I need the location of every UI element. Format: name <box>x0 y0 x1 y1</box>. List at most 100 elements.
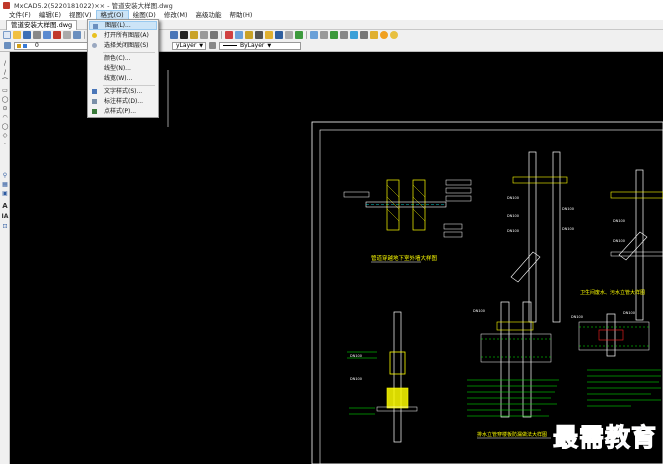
pipe-label: DN100 <box>562 207 574 211</box>
cad-drawing: 管道穿越地下室外墙大样图 DN100 DN100 DN100 DN100 DN1… <box>167 70 663 464</box>
menu-item-close-selected-layers[interactable]: 选择关闭图层(S) <box>89 41 157 50</box>
arrow-icon[interactable] <box>275 31 283 39</box>
menu-view[interactable]: 视图(V) <box>69 11 92 19</box>
save-icon[interactable] <box>23 31 31 39</box>
open-icon[interactable] <box>13 31 21 39</box>
layer-manager-icon[interactable] <box>4 42 11 49</box>
new-icon[interactable] <box>3 31 11 39</box>
help-icon[interactable] <box>390 31 398 39</box>
lock-icon[interactable] <box>265 31 273 39</box>
menu-item-label: 点样式(P)... <box>104 108 137 115</box>
linetype-dropdown[interactable]: ByLayer▼ <box>219 41 301 50</box>
rectangle-tool-icon[interactable]: ▭ <box>2 87 8 94</box>
match-icon[interactable] <box>255 31 263 39</box>
globe-icon[interactable] <box>295 31 303 39</box>
menu-advanced[interactable]: 高级功能 <box>195 11 222 19</box>
region-tool-icon[interactable]: ▣ <box>2 190 8 197</box>
menu-item-linetype[interactable]: 线型(N)... <box>89 64 157 73</box>
pan-icon[interactable] <box>170 31 178 39</box>
document-tab-row: 管道安装大样图.dwg <box>0 20 663 30</box>
pipe-label: DN100 <box>473 309 485 313</box>
polyline-tool-icon[interactable]: ⌒ <box>1 78 8 85</box>
xline-tool-icon[interactable]: / <box>3 69 7 76</box>
ellipse-tool-icon[interactable]: ◇ <box>2 132 8 139</box>
detail-floor-penetration-center: DN100 <box>473 301 552 418</box>
polygon-tool-icon[interactable]: ◯ <box>1 96 9 103</box>
pipe-label: DN100 <box>507 196 519 200</box>
redo-icon[interactable] <box>210 31 218 39</box>
dim-style-icon <box>92 99 97 104</box>
menu-bar: 文件(F) 编辑(E) 视图(V) 格式(O) 绘图(D) 修改(M) 高级功能… <box>0 10 663 20</box>
copy-clip-icon[interactable] <box>310 31 318 39</box>
print-icon[interactable] <box>33 31 41 39</box>
publish-icon[interactable] <box>53 31 61 39</box>
left-draw-toolbar: / / ⌒ ▭ ◯ ⊙ ◠ ◯ ◇ · ⚲ ▦ ▣ A IA ⊡ <box>0 52 10 464</box>
menu-item-lineweight[interactable]: 线宽(W)... <box>89 74 157 83</box>
title-bar: MxCAD5.2(52201810​22)×× - 管道安装大样图.dwg <box>0 0 663 10</box>
pipe-label: DN100 <box>613 219 625 223</box>
detail-riser-pipes: DN100 DN100 DN100 DN100 DN100 DN100 DN10… <box>507 151 663 323</box>
color-dropdown[interactable]: yLayer▼ <box>172 41 206 50</box>
linetype-icon <box>209 42 216 49</box>
menu-help[interactable]: 帮助(H) <box>229 11 253 19</box>
drawing-frame <box>311 121 663 464</box>
draw-icon[interactable] <box>190 31 198 39</box>
menu-item-label: 打开所有图层(A) <box>104 32 149 39</box>
menu-item-label: 文字样式(S)... <box>104 88 143 95</box>
menu-item-label: 颜色(C)... <box>104 55 131 62</box>
linetype-value: ByLayer <box>240 41 265 49</box>
chevron-down-icon: ▼ <box>199 42 204 49</box>
arc-tool-icon[interactable]: ⊙ <box>2 105 8 112</box>
standard-toolbar <box>0 30 663 40</box>
line-icon[interactable] <box>180 31 188 39</box>
line-tool-icon[interactable]: / <box>3 60 7 67</box>
point-tool-icon[interactable]: · <box>4 141 6 148</box>
undo-icon[interactable] <box>200 31 208 39</box>
measure-icon[interactable] <box>285 31 293 39</box>
text-tool-icon[interactable]: A <box>2 202 8 210</box>
zoom-extents-icon[interactable] <box>350 31 358 39</box>
drawing-canvas[interactable]: 管道穿越地下室外墙大样图 DN100 DN100 DN100 DN100 DN1… <box>11 52 663 464</box>
pipe-label: DN100 <box>350 377 362 381</box>
pencil-icon[interactable] <box>370 31 378 39</box>
hatch-tool-icon[interactable]: ▦ <box>2 181 8 188</box>
distance-icon[interactable] <box>360 31 368 39</box>
menu-item-label: 线型(N)... <box>104 65 131 72</box>
color-value: yLayer <box>176 41 197 49</box>
layer-icon <box>93 24 98 29</box>
document-tab[interactable]: 管道安装大样图.dwg <box>6 20 78 30</box>
menu-file[interactable]: 文件(F) <box>9 11 31 19</box>
toolbar-separator <box>306 31 307 39</box>
cloud-tool-icon[interactable]: ◯ <box>1 123 9 130</box>
pipe-label: DN100 <box>562 227 574 231</box>
app-icon <box>3 1 10 9</box>
insert-block-icon[interactable]: ⚲ <box>2 172 8 179</box>
detail-wall-penetration: 管道穿越地下室外墙大样图 <box>343 179 472 263</box>
notes-text: 排水立管穿楼板防漏做法大样图 <box>347 351 661 439</box>
menu-draw[interactable]: 绘图(D) <box>132 11 156 19</box>
cut-icon[interactable] <box>225 31 233 39</box>
pipe-label: DN100 <box>507 229 519 233</box>
mtext-tool-icon[interactable]: IA <box>1 213 9 220</box>
menu-edit[interactable]: 编辑(E) <box>38 11 61 19</box>
zoom-icon[interactable] <box>73 31 81 39</box>
menu-item-dim-style[interactable]: 标注样式(D)... <box>89 97 157 106</box>
sun-icon[interactable] <box>380 31 388 39</box>
table-tool-icon[interactable]: ⊡ <box>2 223 8 230</box>
paste-icon[interactable] <box>245 31 253 39</box>
menu-modify[interactable]: 修改(M) <box>163 11 188 19</box>
menu-item-text-style[interactable]: 文字样式(S)... <box>89 87 157 96</box>
menu-item-open-all-layers[interactable]: 打开所有图层(A) <box>89 31 157 40</box>
circle-tool-icon[interactable]: ◠ <box>2 114 8 121</box>
menu-item-layer[interactable]: 图层(L)... <box>89 21 157 30</box>
layer-value: 0 <box>35 41 39 49</box>
tool-icon[interactable] <box>63 31 71 39</box>
copy-icon[interactable] <box>235 31 243 39</box>
detail-title-label: 管道穿越地下室外墙大样图 <box>371 254 438 262</box>
zoom-window-icon[interactable] <box>340 31 348 39</box>
menu-item-point-style[interactable]: 点样式(P)... <box>89 107 157 116</box>
menu-item-color[interactable]: 颜色(C)... <box>89 54 157 63</box>
block-icon[interactable] <box>320 31 328 39</box>
green-circle-icon[interactable] <box>330 31 338 39</box>
preview-icon[interactable] <box>43 31 51 39</box>
